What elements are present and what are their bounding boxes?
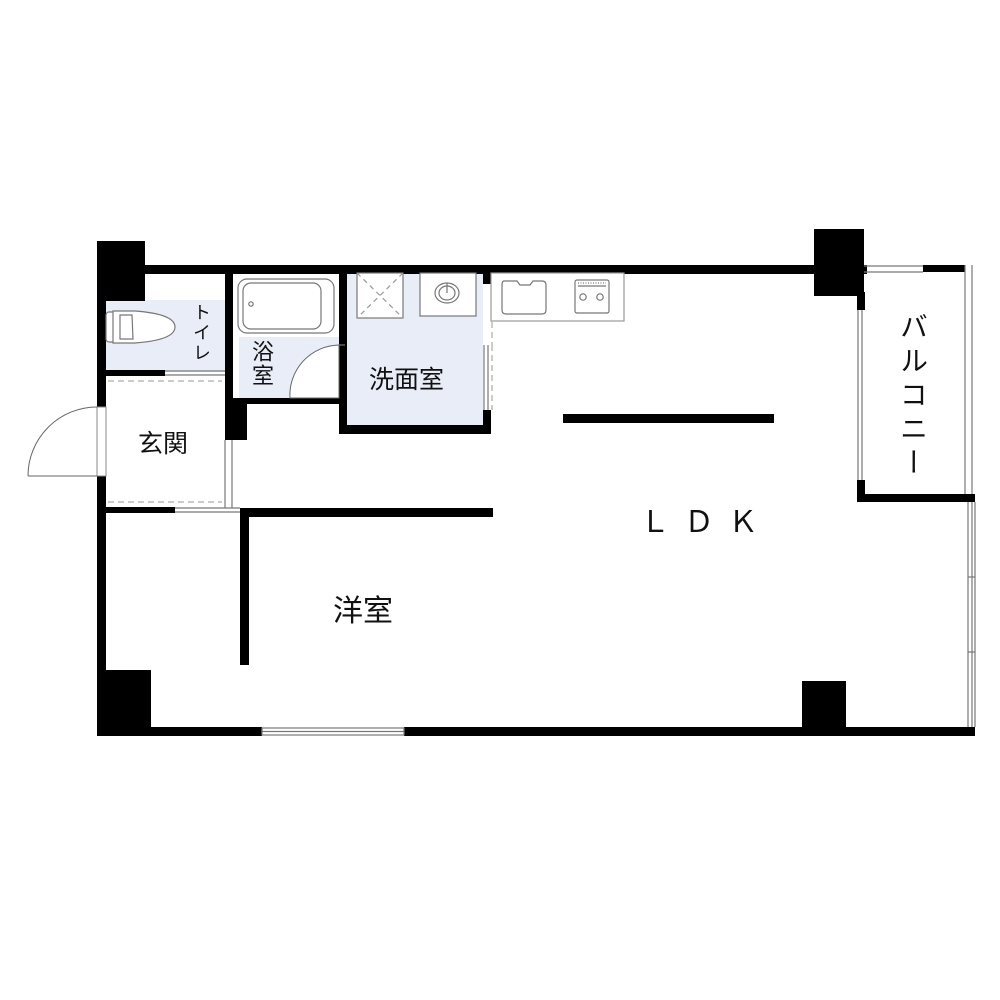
genkan-bottom-wall	[105, 507, 175, 513]
bath-bottom-column	[225, 400, 247, 440]
top-wall	[97, 265, 867, 274]
room-label-toire: トイレ	[190, 303, 211, 363]
kitchen-sink-icon	[501, 280, 547, 315]
bath-washroom-wall	[339, 272, 347, 432]
windows-and-sliding-doors	[165, 265, 976, 736]
toilet-icon	[105, 310, 176, 344]
washroom-bottom-wall	[339, 425, 491, 434]
entrance-door-swing	[27, 406, 98, 477]
room-label-yoshitsu: 洋室	[333, 594, 393, 629]
stove-icon	[574, 279, 610, 314]
column-bottom-right	[802, 681, 846, 736]
toilet-bath-wall	[225, 272, 233, 400]
toilet-bottom-wall	[105, 370, 165, 376]
walls	[97, 229, 975, 736]
ldk-partition-short	[563, 414, 774, 423]
room-label-senmenshitsu: 洗面室	[369, 365, 445, 394]
sink-icon	[419, 272, 477, 317]
washroom-east-wall-stub	[483, 410, 491, 434]
top-wall-balcony	[923, 265, 965, 272]
balcony-bottom-wall	[857, 494, 975, 502]
room-label-ldk: ＬＤＫ	[640, 505, 772, 540]
bedroom-west-wall	[240, 508, 249, 665]
bath-door	[289, 344, 340, 399]
left-wall-upper	[97, 241, 106, 407]
bath-door-swing	[289, 344, 340, 399]
bottom-wall-left	[97, 727, 262, 736]
washer-pan-icon	[356, 272, 404, 319]
left-wall-lower	[97, 476, 106, 736]
entrance-door	[27, 406, 107, 477]
washroom-east-wall-top	[483, 272, 491, 284]
right-wall-end	[966, 727, 975, 736]
room-label-genkan: 玄関	[138, 429, 189, 458]
bedroom-top-wall	[240, 508, 493, 517]
room-label-yokushitsu: 浴室	[248, 340, 273, 388]
room-label-balcony: バルコニー	[896, 312, 929, 482]
ldk-east-wall-upper	[857, 292, 865, 310]
fixtures	[105, 272, 625, 344]
bottom-wall-right	[404, 727, 974, 736]
bath-bottom-wall	[233, 398, 347, 404]
bathtub-icon	[237, 278, 335, 334]
ldk-east-wall-lower	[857, 480, 865, 502]
column-top-right	[814, 229, 864, 296]
